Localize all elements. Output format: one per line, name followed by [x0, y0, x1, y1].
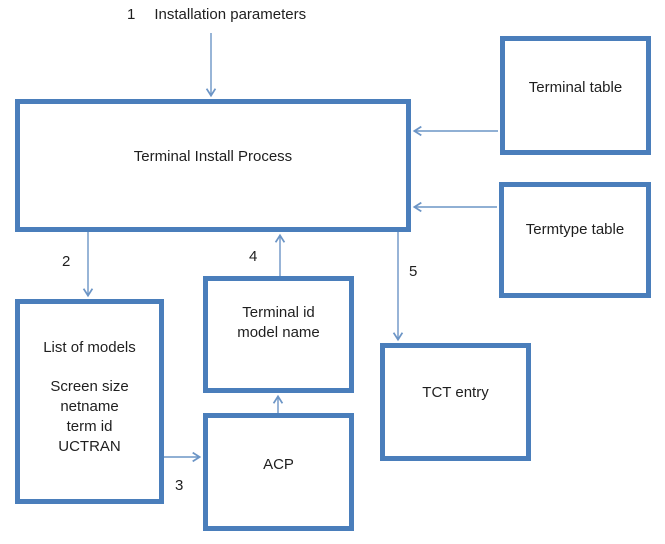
box-acp: ACP: [203, 413, 354, 531]
box-termtype-table: Termtype table: [499, 182, 651, 298]
step1-caption: 1 Installation parameters: [127, 6, 306, 23]
box-terminal-table: Terminal table: [500, 36, 651, 155]
list-of-models-detail-screen-size: Screen size: [50, 378, 129, 395]
list-of-models-title: List of models: [43, 339, 136, 356]
box-terminal-install-process-label: Terminal Install Process: [133, 148, 293, 165]
box-termtype-table-label: Termtype table: [525, 221, 625, 238]
step4-number: 4: [249, 248, 258, 265]
terminal-id-line: Terminal id: [242, 303, 315, 321]
model-name-line: model name: [237, 323, 320, 341]
box-tct-entry-label: TCT entry: [422, 384, 489, 401]
box-terminal-install-process: Terminal Install Process: [15, 99, 411, 232]
list-of-models-detail-term-id: term id: [66, 418, 113, 435]
list-of-models-detail-netname: netname: [60, 398, 119, 415]
box-list-of-models: List of models Screen size netname term …: [15, 299, 164, 504]
list-of-models-detail-uctran: UCTRAN: [58, 438, 121, 455]
step2-number: 2: [62, 253, 71, 270]
step1-label: Installation parameters: [154, 6, 307, 23]
box-terminal-table-label: Terminal table: [528, 78, 623, 96]
box-terminal-id-model-name: Terminal id model name: [203, 276, 354, 393]
step3-number: 3: [175, 477, 184, 494]
step1-number: 1: [127, 6, 136, 23]
box-acp-label: ACP: [263, 456, 294, 473]
box-tct-entry: TCT entry: [380, 343, 531, 461]
step5-number: 5: [409, 263, 418, 280]
